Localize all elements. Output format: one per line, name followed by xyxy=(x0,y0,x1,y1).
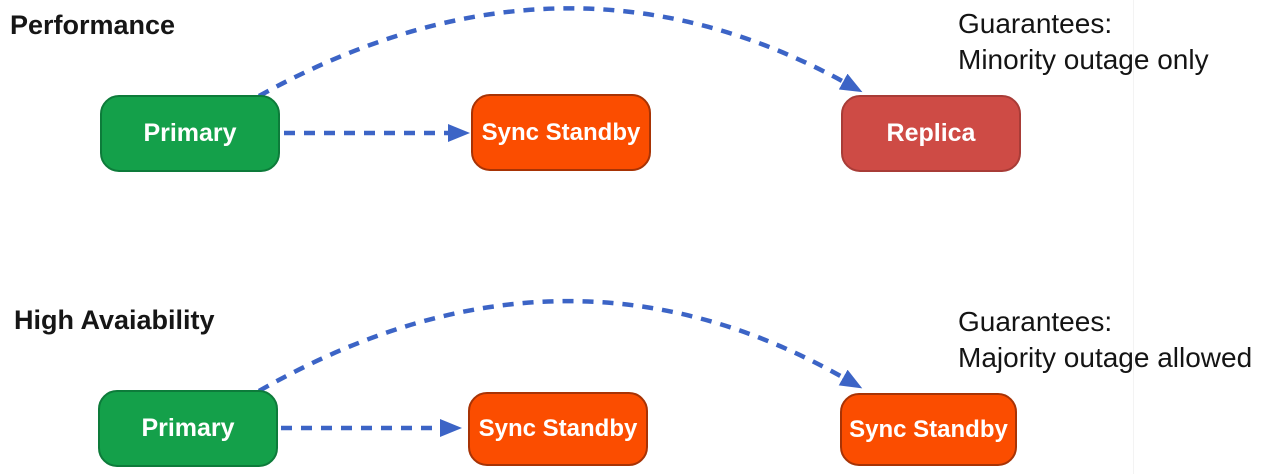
node-label: Sync Standby xyxy=(849,415,1008,443)
node-primary-performance: Primary xyxy=(100,95,280,172)
node-replica-performance: Replica xyxy=(841,95,1021,172)
node-sync-standby-performance: Sync Standby xyxy=(471,94,651,171)
node-label: Primary xyxy=(143,119,237,147)
guarantees-detail: Majority outage allowed xyxy=(958,342,1253,373)
node-sync-standby-ha-middle: Sync Standby xyxy=(468,392,648,466)
node-label: Sync Standby xyxy=(478,415,638,442)
node-label: Replica xyxy=(886,119,976,147)
guarantees-detail: Minority outage only xyxy=(958,44,1209,75)
faint-vertical-divider xyxy=(1133,0,1134,474)
node-label: Sync Standby xyxy=(481,118,641,146)
guarantees-title: Guarantees: xyxy=(958,306,1113,337)
node-label: Primary xyxy=(141,414,235,442)
guarantees-ha: Guarantees: Majority outage allowed xyxy=(958,304,1252,376)
node-primary-ha: Primary xyxy=(98,390,278,467)
node-sync-standby-ha-right: Sync Standby xyxy=(840,393,1017,466)
section-heading-high-availability: High Avaiability xyxy=(14,305,215,335)
guarantees-title: Guarantees: xyxy=(958,8,1113,39)
section-heading-performance: Performance xyxy=(10,10,176,40)
arc-arrow-primary-to-sync-standby-right xyxy=(257,298,863,393)
guarantees-performance: Guarantees: Minority outage only xyxy=(958,6,1209,78)
arc-arrow-primary-to-replica xyxy=(257,6,863,98)
